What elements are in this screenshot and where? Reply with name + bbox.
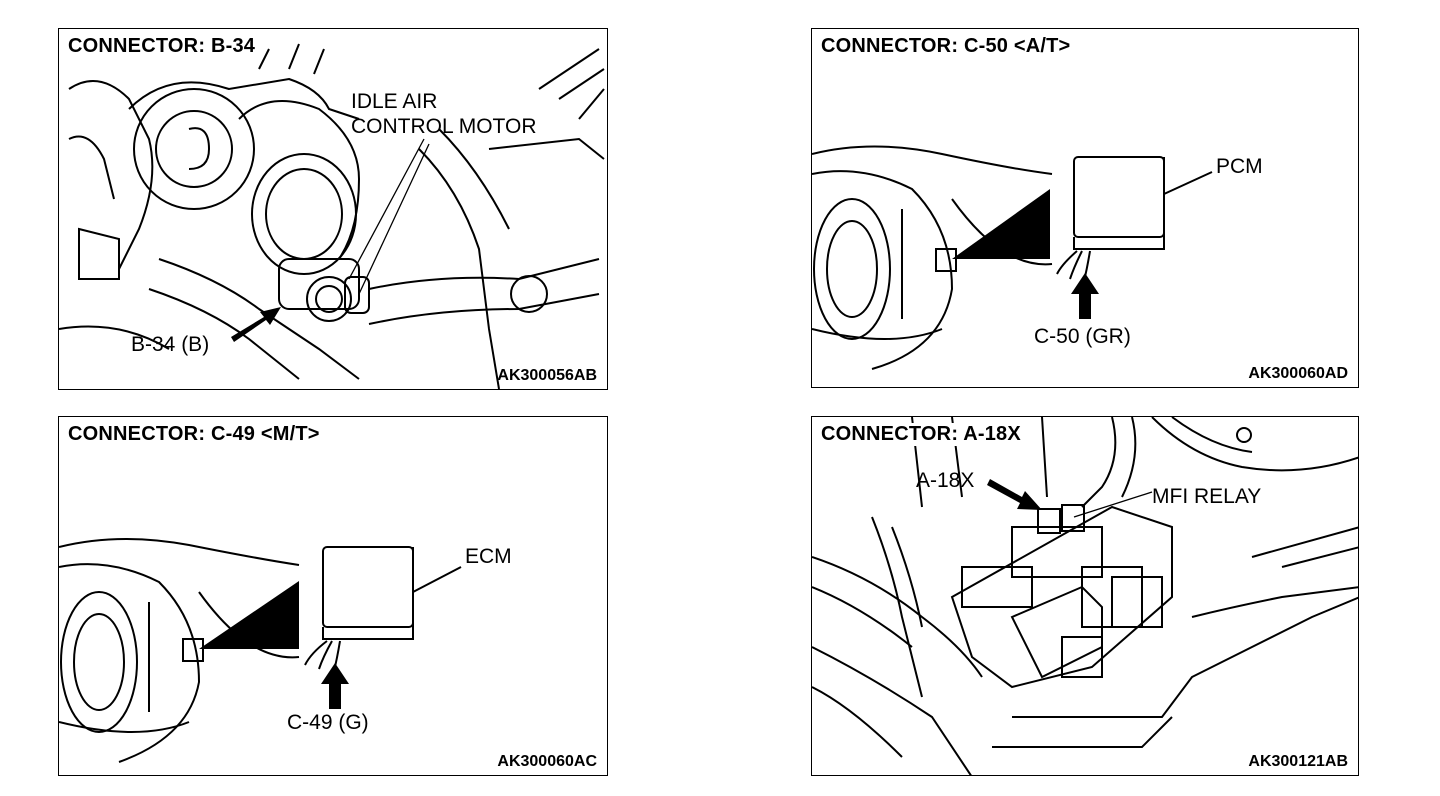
diagram-panel-b34: CONNECTOR: B-34 IDLE AIR CONTROL MOTOR B… [58, 28, 608, 390]
component-label-line1: IDLE AIR [351, 90, 438, 113]
figure-code: AK300060AC [497, 753, 597, 770]
connector-label: A-18X [916, 469, 975, 492]
diagram-panel-c50: CONNECTOR: C-50 <A/T> PCM C-50 (GR) AK30… [811, 28, 1359, 388]
panel-title: CONNECTOR: B-34 [68, 35, 260, 58]
figure-code: AK300121AB [1248, 753, 1348, 770]
engine-illustration [59, 43, 605, 389]
connector-label: C-50 (GR) [1034, 325, 1131, 348]
panel-title: CONNECTOR: A-18X [821, 423, 1025, 446]
diagram-panel-c49: CONNECTOR: C-49 <M/T> ECM C-49 (G) AK300… [58, 416, 608, 776]
component-label: IDLE AIR CONTROL MOTOR [351, 89, 537, 139]
connector-label: C-49 (G) [287, 711, 369, 734]
diagram-panel-a18x: CONNECTOR: A-18X A-18X MFI RELAY AK30012… [811, 416, 1359, 776]
relay-box-illustration [812, 417, 1358, 775]
component-label: PCM [1216, 155, 1263, 178]
connector-label: B-34 (B) [131, 333, 210, 356]
panel-title: CONNECTOR: C-50 <A/T> [821, 35, 1075, 58]
figure-code: AK300060AD [1248, 365, 1348, 382]
dashboard-illustration [59, 538, 462, 763]
panel-title: CONNECTOR: C-49 <M/T> [68, 423, 324, 446]
figure-code: AK300056AB [497, 367, 597, 384]
component-label-line2: CONTROL MOTOR [351, 115, 537, 138]
component-label: ECM [465, 545, 512, 568]
dashboard-illustration [812, 145, 1213, 370]
component-label: MFI RELAY [1152, 485, 1262, 508]
